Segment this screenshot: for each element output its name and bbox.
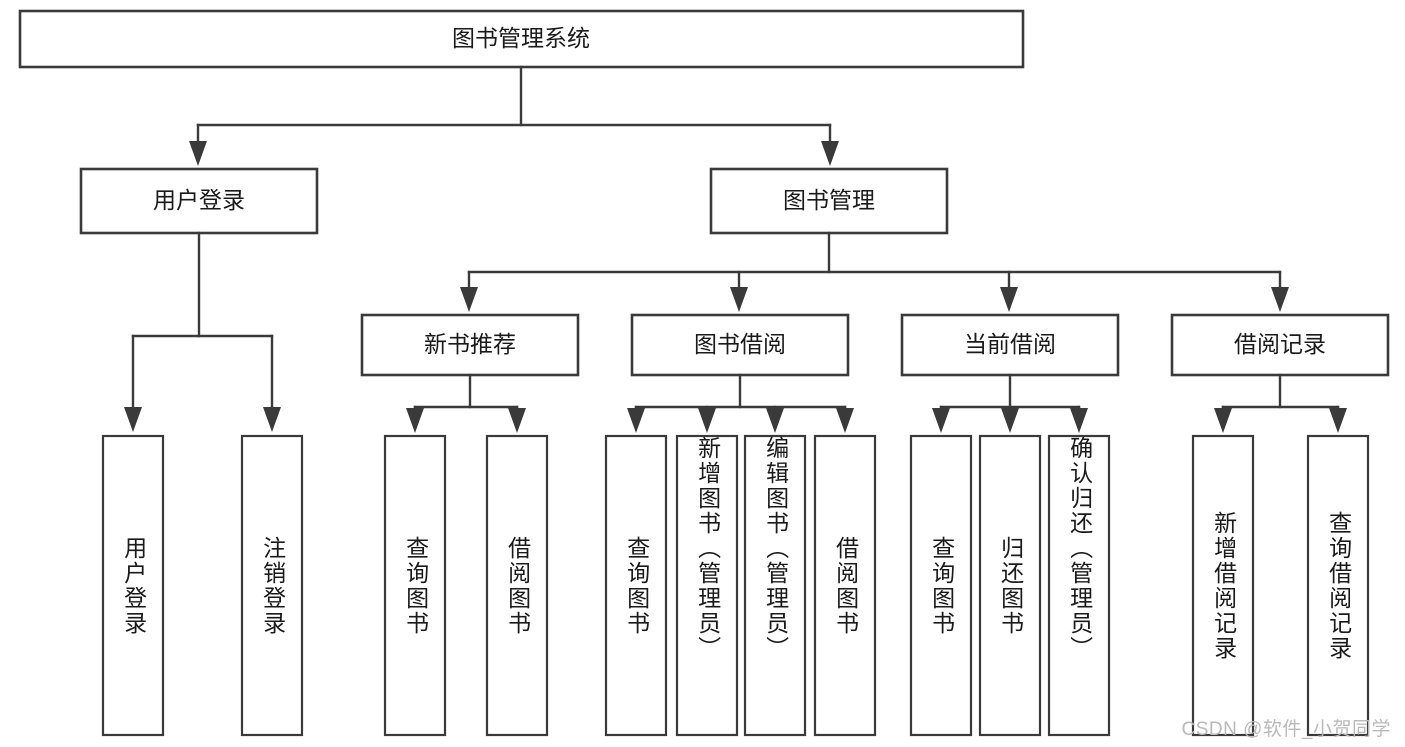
node-new-book-recommend[interactable]: 新书推荐: [360, 313, 580, 377]
connector-current-borrow-to-leaves: [932, 373, 1088, 433]
leaf-box-borrow-book-1[interactable]: [485, 434, 549, 737]
leaf-box-return-book[interactable]: [978, 434, 1042, 737]
current-borrow-box: [900, 313, 1120, 377]
new-book-recommend-label: 新书推荐: [424, 331, 516, 357]
connector-book-manage-to-level3: [460, 231, 1289, 312]
connector-new-book-recommend-to-leaves: [406, 373, 526, 433]
arrow-to-leaf-return-book: [1001, 408, 1019, 433]
connector-user-login-to-leaves: [124, 231, 281, 432]
connector-borrow-record-to-leaves: [1214, 373, 1347, 433]
node-root[interactable]: 图书管理系统: [18, 9, 1025, 69]
leaf-box-borrow-book-2[interactable]: [813, 434, 877, 737]
arrow-to-leaf-add-record: [1214, 408, 1232, 433]
leaf-box-user-login[interactable]: [101, 434, 165, 737]
connector-root-to-level2: [189, 65, 839, 166]
arrow-to-borrow-record: [1271, 287, 1289, 312]
current-borrow-label: 当前借阅: [964, 331, 1056, 357]
arrow-to-book-borrow: [730, 287, 748, 312]
leaf-box-logout[interactable]: [240, 434, 304, 737]
node-user-login[interactable]: 用户登录: [79, 167, 319, 235]
arrow-to-leaf-borrow-book-2: [836, 408, 854, 433]
leaf-box-confirm-return[interactable]: [1047, 434, 1111, 737]
csdn-watermark: CSDN @软件_小贺同学: [1181, 719, 1391, 740]
leaf-box-query-record[interactable]: [1306, 434, 1370, 737]
leaf-box-query-book-1[interactable]: [383, 434, 447, 737]
arrow-to-leaf-borrow-book-1: [508, 408, 526, 433]
leaf-box-add-record[interactable]: [1191, 434, 1255, 737]
arrow-to-new-book-recommend: [460, 287, 478, 312]
node-book-manage[interactable]: 图书管理: [709, 167, 949, 235]
arrow-to-leaf-add-book: [698, 408, 716, 433]
arrow-to-leaf-query-book-1: [406, 408, 424, 433]
leaf-box-add-book[interactable]: [675, 434, 739, 737]
arrow-to-current-borrow: [1000, 287, 1018, 312]
arrow-to-leaf-confirm-return: [1070, 408, 1088, 433]
root-box: [18, 9, 1025, 69]
arrow-to-leaf-query-book-2: [627, 408, 645, 433]
arrow-to-book-manage: [821, 141, 839, 166]
arrow-to-leaf-edit-book: [766, 408, 784, 433]
node-current-borrow[interactable]: 当前借阅: [900, 313, 1120, 377]
arrow-to-user-login: [189, 141, 207, 166]
node-borrow-record[interactable]: 借阅记录: [1170, 313, 1390, 377]
leaf-box-query-book-2[interactable]: [604, 434, 668, 737]
arrow-to-leaf-logout: [263, 407, 281, 432]
connector-book-borrow-to-leaves: [627, 373, 854, 433]
arrow-to-leaf-query-record: [1329, 408, 1347, 433]
book-borrow-label: 图书借阅: [694, 331, 786, 357]
node-book-borrow[interactable]: 图书借阅: [630, 313, 850, 377]
root-label: 图书管理系统: [452, 25, 590, 51]
user-login-label: 用户登录: [153, 187, 245, 213]
leaf-box-edit-book[interactable]: [743, 434, 807, 737]
arrow-to-leaf-user-login: [124, 407, 142, 432]
borrow-record-label: 借阅记录: [1234, 331, 1326, 357]
new-book-recommend-box: [360, 313, 580, 377]
arrow-to-leaf-query-book-3: [932, 408, 950, 433]
user-login-box: [79, 167, 319, 235]
leaf-box-query-book-3[interactable]: [909, 434, 973, 737]
book-manage-label: 图书管理: [783, 187, 875, 213]
